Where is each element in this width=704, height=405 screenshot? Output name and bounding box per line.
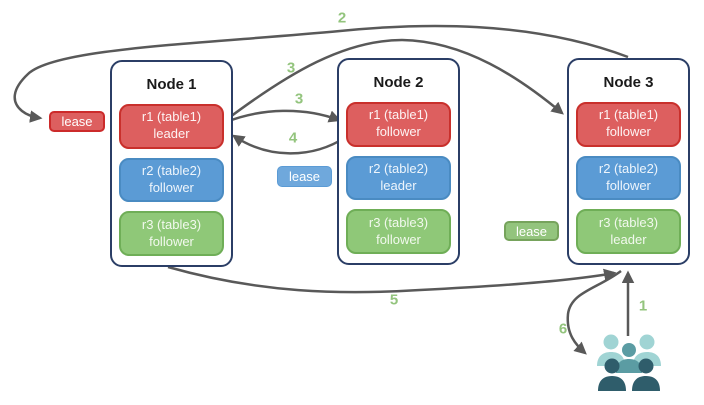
replica-r2-node2: r2 (table2) leader <box>346 155 451 201</box>
replica-name: r3 (table3) <box>598 214 659 230</box>
lease-badge-r3: lease <box>504 221 559 241</box>
arrow-step3-node1-to-node2 <box>225 109 342 124</box>
replica-role: follower <box>606 124 651 140</box>
lease-badge-r1: lease <box>49 111 105 132</box>
replica-name: r2 (table2) <box>368 161 429 177</box>
arrow-step3-node1-to-node3 <box>225 38 564 122</box>
replica-name: r2 (table2) <box>598 161 659 177</box>
replica-role: follower <box>376 124 421 140</box>
arrow-step2-node3-to-lease <box>13 24 629 123</box>
replica-name: r1 (table1) <box>368 107 429 123</box>
replica-role: leader <box>610 231 647 247</box>
node-3: Node 3 r1 (table1) follower r2 (table2) … <box>567 58 690 265</box>
node-2: Node 2 r1 (table1) follower r2 (table2) … <box>337 58 460 265</box>
node-title: Node 1 <box>146 76 197 93</box>
step-label-3b: 3 <box>294 90 304 108</box>
replica-name: r1 (table1) <box>598 107 659 123</box>
replica-role: follower <box>376 231 421 247</box>
replica-r1-node2: r1 (table1) follower <box>346 102 451 147</box>
replica-r3-node2: r3 (table3) follower <box>346 209 451 255</box>
arrow-step6-node3-to-users <box>566 269 622 355</box>
node-title: Node 3 <box>603 74 654 91</box>
replica-name: r1 (table1) <box>141 109 202 125</box>
step-label-4: 4 <box>288 129 298 147</box>
replica-role: leader <box>153 126 190 142</box>
users-group-icon <box>597 334 661 391</box>
node-title: Node 2 <box>373 74 424 91</box>
replica-name: r2 (table2) <box>141 163 202 179</box>
arrow-step5-node1-to-node3 <box>167 265 617 294</box>
replica-role: follower <box>606 178 651 193</box>
step-label-1: 1 <box>638 297 648 315</box>
step-label-5: 5 <box>389 291 399 309</box>
replica-role: follower <box>149 233 194 249</box>
replica-r2-node3: r2 (table2) follower <box>576 155 681 201</box>
replica-r3-node3: r3 (table3) leader <box>576 209 681 255</box>
arrow-step4-node2-to-node1 <box>231 134 347 155</box>
replica-role: leader <box>380 178 417 193</box>
replica-name: r3 (table3) <box>368 214 429 230</box>
replica-r3-node1: r3 (table3) follower <box>119 211 224 257</box>
replica-role: follower <box>149 180 194 195</box>
replica-r1-node1: r1 (table1) leader <box>119 104 224 149</box>
step-label-6: 6 <box>558 320 568 338</box>
replica-r2-node1: r2 (table2) follower <box>119 157 224 203</box>
node-1: Node 1 r1 (table1) leader r2 (table2) fo… <box>110 60 233 267</box>
step-label-3a: 3 <box>286 59 296 77</box>
step-label-2: 2 <box>337 9 347 27</box>
replica-name: r3 (table3) <box>141 216 202 232</box>
lease-badge-r2: lease <box>277 166 332 187</box>
replica-r1-node3: r1 (table1) follower <box>576 102 681 147</box>
